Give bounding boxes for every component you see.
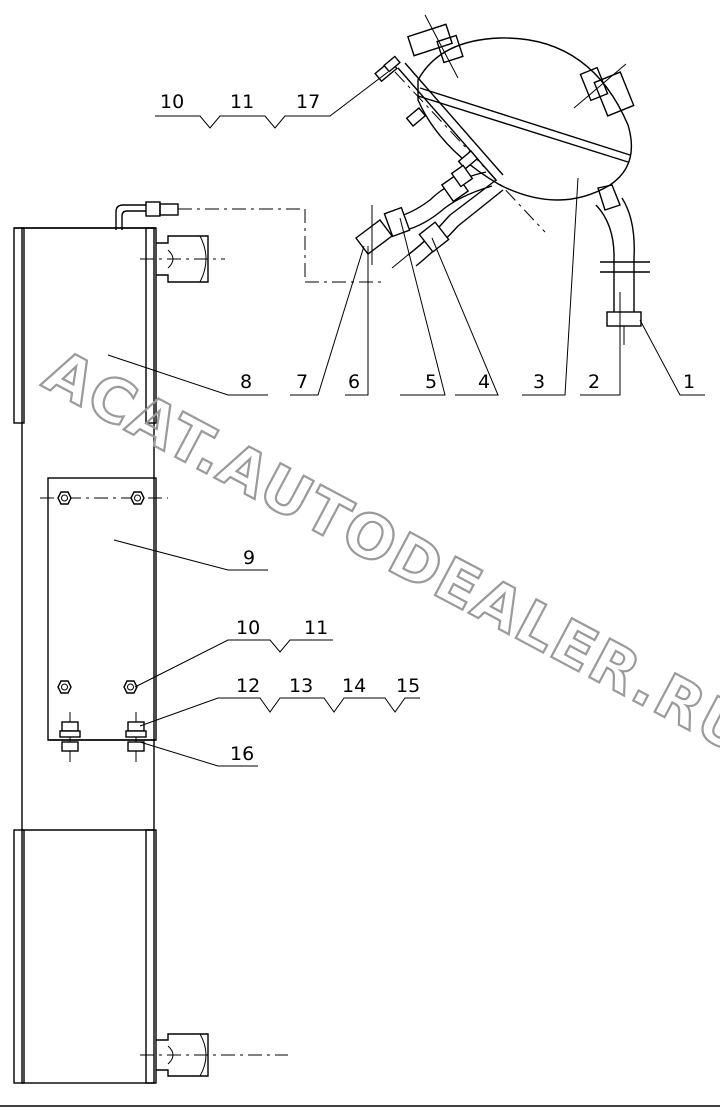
callout-5: 5 (425, 371, 437, 393)
hex-nut (57, 491, 72, 505)
hex-nut (123, 680, 138, 694)
callout-13: 13 (289, 675, 313, 697)
expansion-tank (374, 14, 635, 233)
callout-7: 7 (296, 371, 308, 393)
callout-1: 1 (683, 371, 695, 393)
outlet-pipe (595, 184, 650, 345)
callout-10-top: 10 (160, 91, 184, 113)
callout-8: 8 (240, 371, 252, 393)
bracket-plate (40, 477, 168, 762)
plate-bolt (374, 55, 401, 83)
connecting-hose (355, 164, 504, 269)
radiator-body (13, 227, 157, 1084)
callout-16: 16 (230, 743, 254, 765)
callout-12: 12 (236, 675, 260, 697)
callout-11-lower: 11 (304, 617, 328, 639)
callout-10-lower: 10 (236, 617, 260, 639)
callout-17: 17 (296, 91, 320, 113)
filler-neck (407, 14, 464, 79)
watermark: ACAT.AUTODEALER.RU (33, 336, 720, 768)
callout-14: 14 (342, 675, 366, 697)
hex-nut (57, 680, 72, 694)
plate-bolt (405, 107, 427, 127)
callout-4: 4 (478, 371, 490, 393)
lower-hose-neck (140, 1033, 288, 1077)
vent-tube (115, 201, 385, 283)
callout-6: 6 (348, 371, 360, 393)
callout-numbers: 10 11 17 8 7 6 5 4 3 2 1 9 10 11 12 13 1… (160, 91, 695, 765)
callout-11-top: 11 (230, 91, 254, 113)
elbow-fitting (355, 205, 393, 265)
callout-9: 9 (243, 547, 255, 569)
upper-hose-neck (140, 235, 225, 283)
mount-bolt (59, 712, 81, 762)
leader-lines (107, 71, 705, 767)
callout-3: 3 (533, 371, 545, 393)
callout-2: 2 (588, 371, 600, 393)
mount-bolt (125, 712, 147, 762)
hose-clamp (418, 221, 450, 253)
callout-15: 15 (396, 675, 420, 697)
hose-clamp (440, 164, 474, 203)
side-port (573, 63, 635, 117)
hex-nut (130, 491, 145, 505)
